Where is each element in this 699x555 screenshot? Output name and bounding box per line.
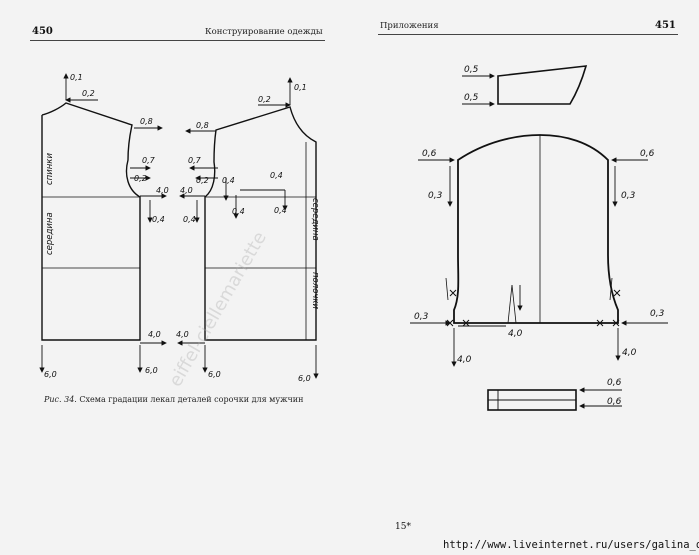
- label-back-arm-b: 0,2: [134, 174, 147, 183]
- label-front-dart-a: 0,4: [232, 207, 245, 216]
- figure-caption-label: Рис. 34.: [44, 395, 77, 404]
- back-text-seredina: середина: [45, 212, 55, 255]
- label-collar-top: 0,6: [607, 378, 622, 388]
- back-text-spinki: спинки: [45, 153, 55, 185]
- left-header-rule: [30, 40, 325, 41]
- sleeve-labels: 0,6 0,6 0,3 0,3 0,3 0,3 4,0 4,0 4,0: [414, 149, 665, 365]
- front-labels: 0,1 0,2 0,8 0,7 0,2 0,4 4,0 0,4 0,4 0,4 …: [176, 83, 320, 383]
- collar-labels: 0,6 0,6: [607, 378, 622, 407]
- label-sleeve-left-bottom: 4,0: [457, 355, 472, 365]
- front-text-polochki: полочки: [310, 272, 320, 310]
- label-sleeve-left-down: 0,3: [428, 191, 443, 201]
- label-sleeve-right-bottom: 4,0: [622, 348, 637, 358]
- footer-url[interactable]: http://www.liveinternet.ru/users/galina_…: [443, 539, 699, 551]
- sleeve-arrows: [410, 157, 668, 367]
- label-front-hem: 4,0: [176, 330, 189, 339]
- label-sleeve-right-side: 0,3: [650, 309, 665, 319]
- label-front-hem-left: 6,0: [208, 370, 221, 379]
- back-arrows: [39, 73, 167, 373]
- label-back-side: 4,0: [156, 186, 169, 195]
- label-front-dart-c: 0,4: [274, 206, 287, 215]
- label-back-hem-left: 6,0: [44, 370, 57, 379]
- label-sleeve-left-side: 0,3: [414, 312, 429, 322]
- left-running-title: Конструирование одежды: [205, 27, 323, 37]
- cuff-piece: [497, 65, 588, 105]
- label-front-arm-b: 0,2: [196, 176, 209, 185]
- label-back-hem-right: 6,0: [145, 366, 158, 375]
- right-header-rule: [378, 34, 678, 35]
- front-outline: [204, 106, 317, 341]
- label-front-arm-c: 0,4: [222, 176, 235, 185]
- cuff-labels: 0,5 0,5: [464, 65, 479, 103]
- sleeve-piece: [453, 134, 619, 324]
- figure-caption: Рис. 34. Схема градации лекал деталей со…: [44, 395, 303, 404]
- label-sleeve-right-top: 0,6: [640, 149, 655, 159]
- cuff-arrows: [462, 73, 495, 107]
- label-back-shoulder: 0,8: [140, 117, 153, 126]
- label-back-neck: 0,2: [82, 89, 95, 98]
- label-back-top: 0,1: [70, 73, 83, 82]
- label-collar-bottom: 0,6: [607, 397, 622, 407]
- label-cuff-top: 0,5: [464, 65, 479, 75]
- left-page-number: 450: [32, 26, 53, 37]
- sleeve-cross-marks: [446, 289, 621, 327]
- right-running-title: Приложения: [380, 21, 439, 31]
- label-front-hem-right: 6,0: [298, 374, 311, 383]
- label-front-top: 0,1: [294, 83, 307, 92]
- label-cuff-bottom: 0,5: [464, 93, 479, 103]
- front-text-seredina: середина: [310, 198, 320, 241]
- figure-caption-text: Схема градации лекал деталей сорочки для…: [79, 395, 304, 404]
- label-back-hem: 4,0: [148, 330, 161, 339]
- sleeve-inner: [445, 135, 613, 324]
- label-front-side: 4,0: [180, 186, 193, 195]
- label-back-arm-a: 0,7: [142, 156, 156, 165]
- label-sleeve-right-down: 0,3: [621, 191, 636, 201]
- label-front-low: 0,4: [183, 215, 196, 224]
- label-front-shoulder: 0,8: [196, 121, 209, 130]
- back-outline: [41, 102, 141, 341]
- label-front-arm-a: 0,7: [188, 156, 202, 165]
- label-sleeve-center: 4,0: [508, 329, 523, 339]
- label-back-low: 0,4: [152, 215, 165, 224]
- collar-piece: [487, 389, 577, 411]
- collar-arrows: [579, 387, 622, 409]
- label-front-neck: 0,2: [258, 95, 271, 104]
- right-page-number: 451: [655, 20, 676, 31]
- label-sleeve-left-top: 0,6: [422, 149, 437, 159]
- right-footer-mark: 15*: [395, 522, 411, 532]
- back-piece: [41, 102, 141, 341]
- back-labels: 0,1 0,2 0,8 0,7 0,2 4,0 0,4 4,0 6,0 6,0 …: [44, 73, 169, 379]
- front-arrows: [177, 77, 319, 379]
- label-front-dart-b: 0,4: [270, 171, 283, 180]
